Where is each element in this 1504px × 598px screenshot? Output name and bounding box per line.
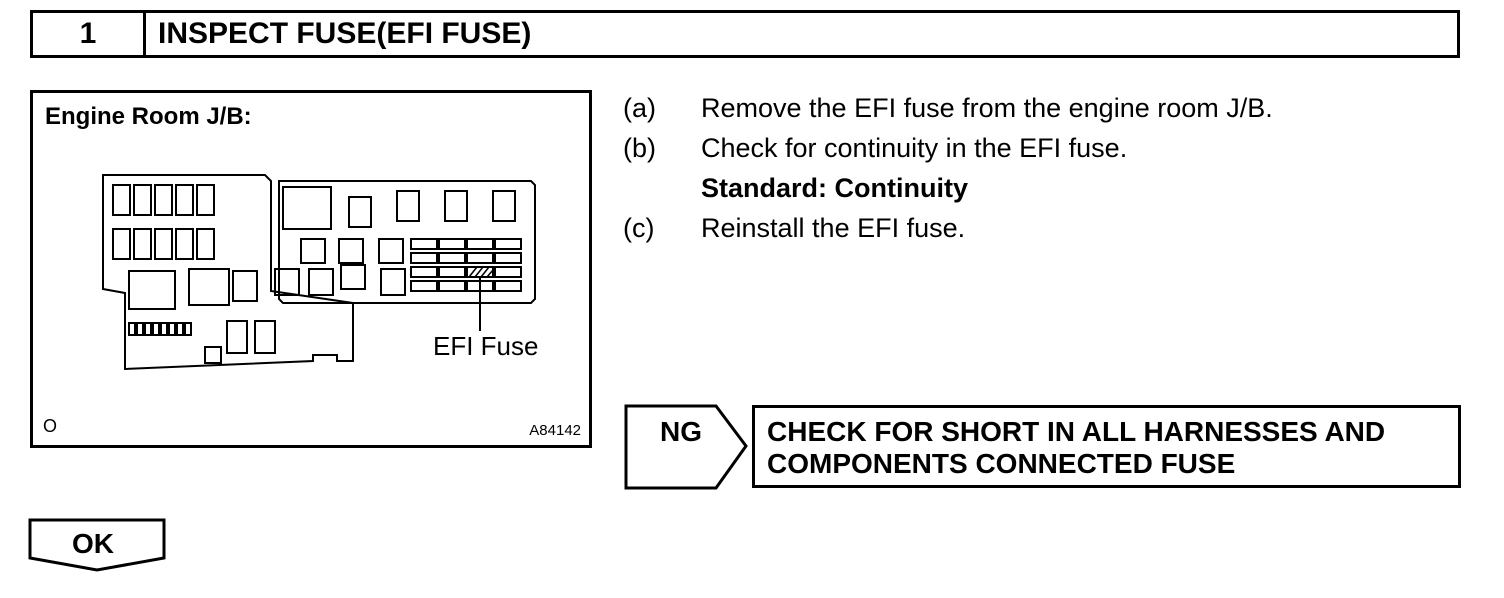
fuse-box-figure: Engine Room J/B:: [30, 90, 592, 448]
ok-arrow: [28, 518, 166, 572]
junction-block-diagram: EFI Fuse: [102, 174, 538, 371]
figure-code-left: O: [43, 416, 58, 436]
ok-label: OK: [72, 528, 114, 559]
efi-fuse-callout: EFI Fuse: [433, 331, 538, 361]
instruction-b: (b) Check for continuity in the EFI fuse…: [623, 133, 1128, 163]
standard-line: Standard: Continuity: [701, 173, 968, 203]
instruction-c: (c) Reinstall the EFI fuse.: [623, 213, 966, 243]
ng-label: NG: [660, 416, 702, 447]
ng-result-line1: CHECK FOR SHORT IN ALL HARNESSES AND: [767, 416, 1386, 447]
ng-result-line2: COMPONENTS CONNECTED FUSE: [767, 448, 1236, 479]
ng-arrow: [624, 404, 748, 490]
ng-result-box: CHECK FOR SHORT IN ALL HARNESSES AND COM…: [752, 405, 1461, 488]
efi-fuse-highlight: [466, 266, 494, 278]
figure-label: Engine Room J/B:: [45, 103, 252, 130]
figure-code-right: A84142: [529, 422, 581, 439]
step-header: 1 INSPECT FUSE(EFI FUSE): [30, 10, 1460, 58]
step-title: INSPECT FUSE(EFI FUSE): [158, 17, 532, 50]
instruction-a: (a) Remove the EFI fuse from the engine …: [623, 93, 1273, 123]
instruction-list: (a) Remove the EFI fuse from the engine …: [623, 88, 1273, 248]
step-number: 1: [33, 13, 146, 55]
